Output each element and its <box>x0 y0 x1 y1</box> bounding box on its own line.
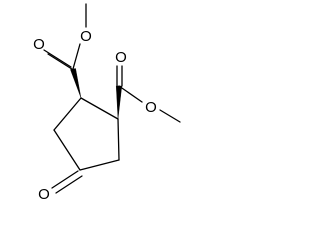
ring-bond-c1-c2 <box>80 97 119 120</box>
wedge-bond-left <box>70 68 82 99</box>
ring-bond-c5-c1 <box>53 97 82 131</box>
wedge-bond-right <box>115 85 123 120</box>
left-ester-co-bond <box>72 43 81 70</box>
ketone-group <box>51 170 83 194</box>
ring-bond-c3-c4 <box>79 159 120 171</box>
right-ester-methyl-bond <box>159 109 181 123</box>
ketone-double-bond-b <box>55 175 83 194</box>
left-ester-ether-oxygen-label: O <box>80 28 92 45</box>
ketone-oxygen-label: O <box>38 186 50 203</box>
ring-bond-c2-c3 <box>117 118 120 161</box>
left-ester-carbonyl-bond-b <box>47 53 76 72</box>
right-ester-co-bond <box>118 85 143 103</box>
left-ester-carbonyl-oxygen-label: O <box>33 36 45 53</box>
left-ester-group <box>43 3 87 72</box>
chemical-structure: O O O O O <box>33 3 181 203</box>
right-ester-group <box>116 65 181 123</box>
right-ester-ether-oxygen-label: O <box>145 99 157 116</box>
ketone-double-bond-a <box>51 170 79 189</box>
cyclopentanone-ring <box>53 97 120 171</box>
ring-bond-c4-c5 <box>53 129 81 171</box>
right-ester-carbonyl-oxygen-label: O <box>115 49 127 66</box>
left-ester-carbonyl-bond-a <box>43 49 72 68</box>
